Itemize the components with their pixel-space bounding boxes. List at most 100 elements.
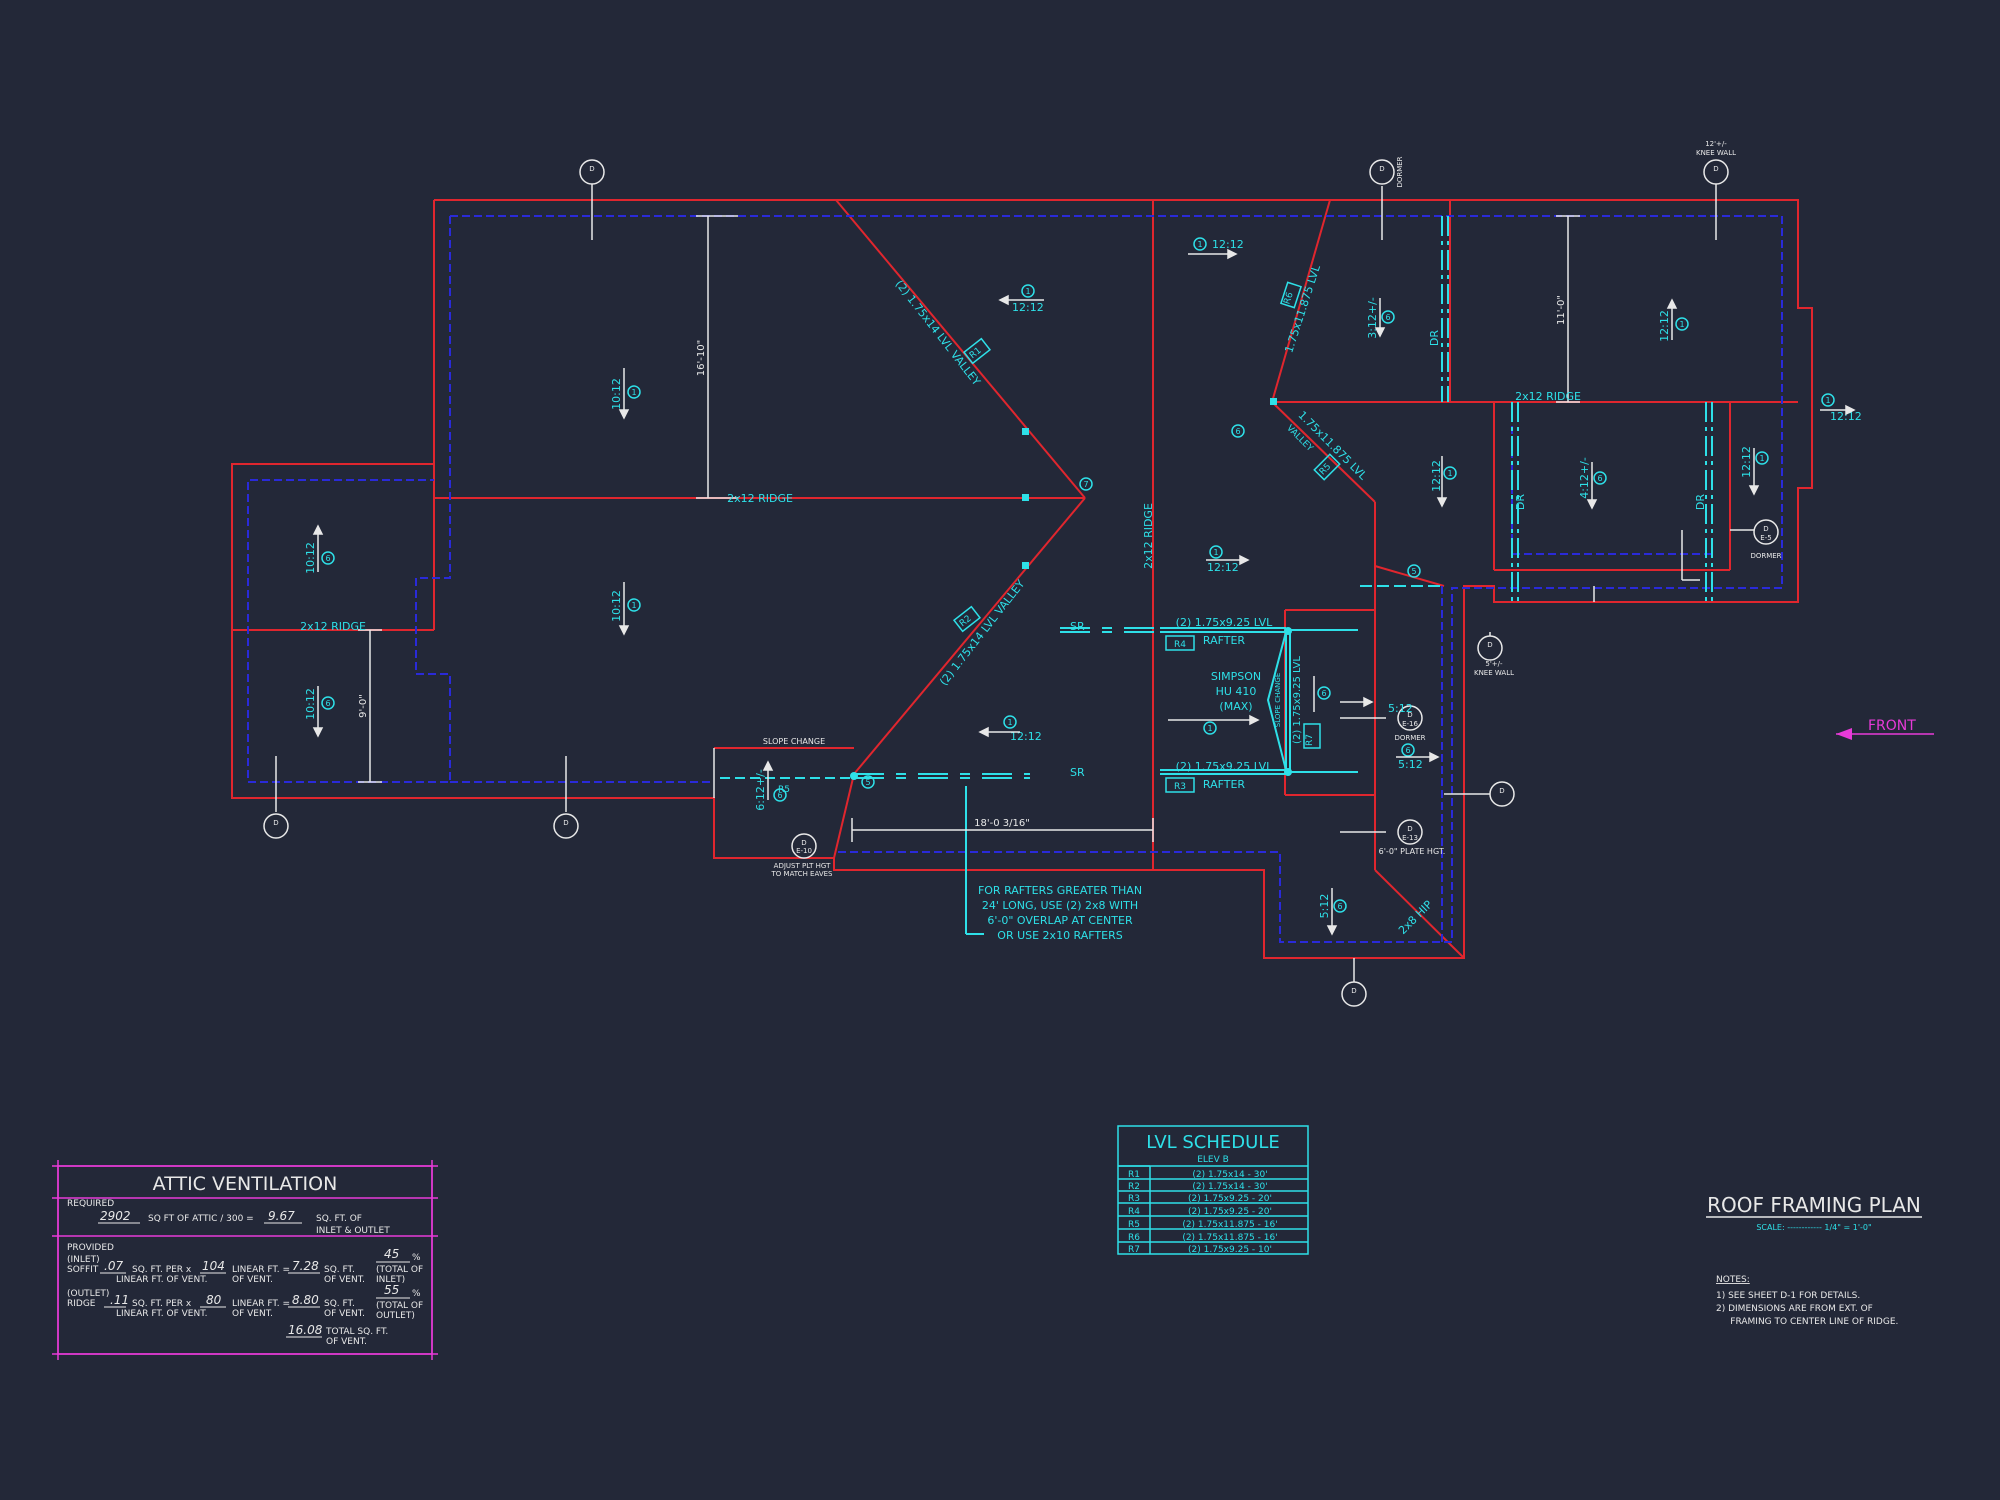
total-vent-value: 16.08 bbox=[288, 1323, 323, 1337]
title-block: ROOF FRAMING PLAN SCALE: ------------ 1/… bbox=[1706, 1193, 1922, 1327]
plan-annotations: 2x12 RIDGE 2x12 RIDGE 2x12 RIDGE 2x12 RI… bbox=[300, 238, 1862, 942]
rafter-note: 24' LONG, USE (2) 2x8 WITH bbox=[982, 899, 1138, 912]
svg-text:(TOTAL OF: (TOTAL OF bbox=[376, 1265, 423, 1275]
section-marker[interactable] bbox=[791, 833, 817, 859]
section-marker[interactable] bbox=[1477, 635, 1503, 661]
svg-text:OF VENT.: OF VENT. bbox=[324, 1275, 365, 1285]
rafter-label: (2) 1.75x9.25 LVL bbox=[1176, 616, 1274, 629]
svg-text:6: 6 bbox=[325, 699, 330, 708]
section-marker[interactable] bbox=[1397, 819, 1423, 845]
section-marker[interactable] bbox=[1369, 159, 1395, 185]
svg-text:OF VENT.: OF VENT. bbox=[232, 1309, 273, 1319]
drawing-title: ROOF FRAMING PLAN bbox=[1707, 1193, 1921, 1217]
pitch-label: 5:12 bbox=[1398, 758, 1423, 771]
svg-text:(INLET): (INLET) bbox=[67, 1255, 100, 1265]
svg-text:(TOTAL OF: (TOTAL OF bbox=[376, 1301, 423, 1311]
marker-letter: D bbox=[1713, 165, 1718, 173]
svg-text:OUTLET): OUTLET) bbox=[376, 1311, 415, 1321]
pitch-label: 12:12 bbox=[1658, 310, 1671, 342]
front-indicator: FRONT bbox=[1836, 718, 1934, 740]
svg-text:OF VENT.: OF VENT. bbox=[232, 1275, 273, 1285]
dormer-label: DORMER bbox=[1396, 156, 1404, 187]
ridge-label: 2x12 RIDGE bbox=[1142, 503, 1155, 569]
svg-text:1: 1 bbox=[1025, 287, 1030, 296]
marker-letter: D bbox=[1407, 825, 1412, 833]
ridge-label: 2x12 RIDGE bbox=[300, 620, 366, 633]
marker-letter: D bbox=[1487, 641, 1492, 649]
svg-text:PROVIDED: PROVIDED bbox=[67, 1243, 114, 1253]
svg-text:OF VENT.: OF VENT. bbox=[324, 1309, 365, 1319]
svg-text:1: 1 bbox=[1213, 548, 1218, 557]
svg-text:R4: R4 bbox=[1174, 640, 1186, 650]
svg-text:1: 1 bbox=[1197, 240, 1202, 249]
marker-sheet: E-13 bbox=[1402, 834, 1418, 842]
lvl-tags bbox=[952, 281, 1341, 793]
lvl-row-tag: R3 bbox=[1128, 1194, 1140, 1204]
simpson-label: SIMPSON bbox=[1211, 670, 1261, 683]
plan-dim-text: 16'-10" 9'-0" 11'-0" 18'-0 3/16" SLOPE C… bbox=[358, 140, 1782, 878]
marker-sheet: E-10 bbox=[796, 847, 812, 855]
svg-text:SQ. FT. PER x: SQ. FT. PER x bbox=[132, 1299, 192, 1309]
rafter-note: FOR RAFTERS GREATER THAN bbox=[978, 884, 1142, 897]
lvl-row-tag: R4 bbox=[1128, 1207, 1140, 1217]
pitch-circle-numbers: 1 1 1 1 1 1 1 6 6 1 1 1 6 6 6 6 1 6 6 6 … bbox=[325, 240, 1830, 911]
pitch-label: 10:12 bbox=[304, 542, 317, 574]
section-marker[interactable] bbox=[1489, 781, 1515, 807]
dormer-label: DORMER bbox=[1750, 552, 1781, 560]
marker-letter: D bbox=[1499, 787, 1504, 795]
dr-label: DR bbox=[1428, 330, 1441, 346]
note-line: 1) SEE SHEET D-1 FOR DETAILS. bbox=[1716, 1291, 1860, 1301]
pitch-label: 12:12 bbox=[1010, 730, 1042, 743]
pitch-label: 10:12 bbox=[304, 688, 317, 720]
lvl-row-spec: (2) 1.75x14 - 30' bbox=[1192, 1182, 1267, 1192]
svg-text:6: 6 bbox=[1385, 313, 1390, 322]
svg-text:INLET & OUTLET: INLET & OUTLET bbox=[316, 1226, 390, 1236]
pitch-label: 10:12 bbox=[610, 378, 623, 410]
rafter-label: RAFTER bbox=[1203, 634, 1246, 647]
svg-text:1: 1 bbox=[631, 601, 636, 610]
svg-text:1: 1 bbox=[631, 388, 636, 397]
lvl-row-spec: (2) 1.75x9.25 - 20' bbox=[1188, 1194, 1272, 1204]
svg-text:6: 6 bbox=[1597, 474, 1602, 483]
svg-text:SOFFIT: SOFFIT bbox=[67, 1265, 99, 1275]
ridge-lf: 80 bbox=[206, 1293, 222, 1307]
svg-text:6: 6 bbox=[1321, 689, 1326, 698]
section-marker[interactable] bbox=[263, 813, 289, 839]
marker-letter: D bbox=[801, 839, 806, 847]
section-marker[interactable] bbox=[1397, 705, 1423, 731]
valley-label: (2) 1.75x14 LVL VALLEY bbox=[893, 278, 983, 389]
section-marker[interactable] bbox=[1703, 159, 1729, 185]
section-marker[interactable] bbox=[1753, 519, 1779, 545]
rafter-note: 6'-0" OVERLAP AT CENTER bbox=[987, 914, 1133, 927]
pitch-label: 3:12+/- bbox=[1366, 297, 1379, 339]
sr-label: SR bbox=[1070, 766, 1085, 779]
lvl-row-spec: (2) 1.75x9.25 - 20' bbox=[1188, 1207, 1272, 1217]
svg-text:6: 6 bbox=[777, 791, 782, 800]
svg-text:5: 5 bbox=[865, 778, 870, 787]
roof-plan: D D D D D D D D D D D D E-10 E-16 E-13 E… bbox=[231, 140, 1934, 1007]
svg-text:6: 6 bbox=[325, 554, 330, 563]
section-marker[interactable] bbox=[579, 159, 605, 185]
hip-label: 2x8 HIP bbox=[1396, 898, 1435, 937]
pitch-label: 5:12 bbox=[1388, 702, 1413, 715]
marker-leaders bbox=[275, 184, 1717, 982]
svg-text:1: 1 bbox=[1007, 718, 1012, 727]
marker-letter: D bbox=[589, 165, 594, 173]
lvl-row-tag: R1 bbox=[1128, 1170, 1140, 1180]
notes-label: NOTES: bbox=[1716, 1275, 1750, 1285]
ridge-result: 8.80 bbox=[292, 1293, 319, 1307]
lvl-row-spec: (2) 1.75x14 - 30' bbox=[1192, 1170, 1267, 1180]
svg-text:RIDGE: RIDGE bbox=[67, 1299, 96, 1309]
soffit-lf: 104 bbox=[202, 1259, 225, 1273]
attic-ventilation-table: ATTIC VENTILATION REQUIRED 2902 SQ FT OF… bbox=[52, 1160, 438, 1360]
lvl-schedule-title: LVL SCHEDULE bbox=[1146, 1132, 1279, 1153]
lvl-schedule-subtitle: ELEV B bbox=[1197, 1155, 1229, 1165]
svg-text:LINEAR FT. =: LINEAR FT. = bbox=[232, 1299, 290, 1309]
section-marker[interactable] bbox=[1341, 981, 1367, 1007]
pitch-arrows bbox=[312, 248, 1856, 936]
knee-wall-height: 12'+/- bbox=[1705, 140, 1727, 148]
svg-text:SQ. FT.: SQ. FT. bbox=[324, 1265, 355, 1275]
section-marker[interactable] bbox=[553, 813, 579, 839]
lvl-tag-labels: R1 R2 R3 R4 R5 R6 R7 R5 bbox=[778, 291, 1333, 795]
svg-text:REQUIRED: REQUIRED bbox=[67, 1199, 114, 1209]
